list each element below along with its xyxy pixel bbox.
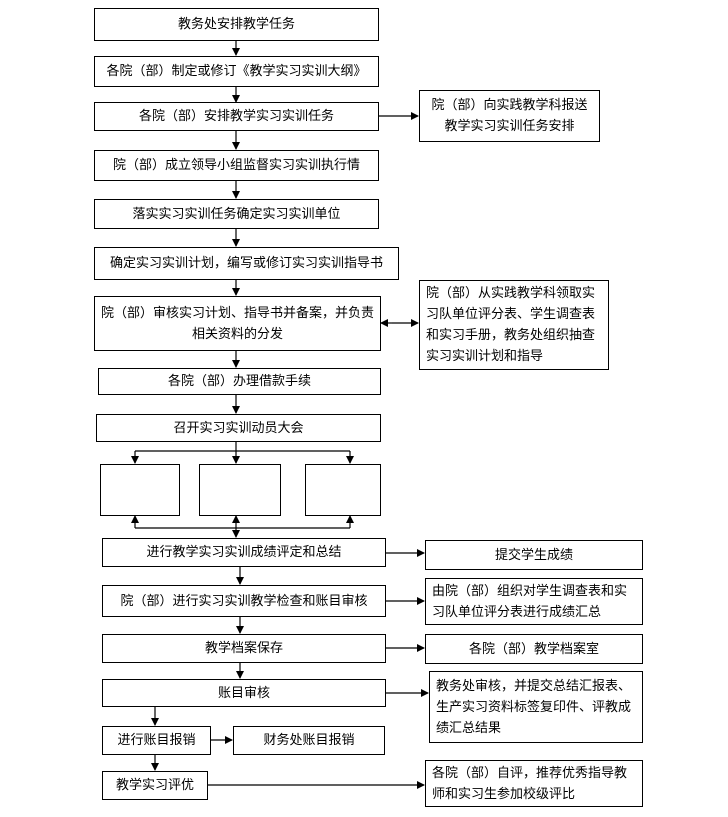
side-finance-reimbursement: 财务处账目报销: [233, 726, 385, 755]
step-leadership-group: 院（部）成立领导小组监督实习实训执行情: [94, 150, 379, 181]
step-arrange-teaching: 教务处安排教学任务: [94, 8, 379, 41]
step-account-audit: 账目审核: [102, 679, 386, 707]
step-inspection-audit: 院（部）进行实习实训教学检查和账目审核: [102, 585, 386, 617]
base-offcampus: [100, 464, 180, 516]
step-plan-guide: 确定实习实训计划，编写或修订实习实训指导书: [94, 247, 399, 280]
step-mobilization-meeting: 召开实习实训动员大会: [96, 414, 381, 442]
step-arrange-tasks: 各院（部）安排教学实习实训任务: [94, 102, 379, 131]
base-other-units: [305, 464, 381, 516]
step-grade-summary: 进行教学实习实训成绩评定和总结: [102, 538, 386, 567]
step-loan-procedure: 各院（部）办理借款手续: [98, 368, 381, 395]
base-oncampus: [199, 464, 281, 516]
side-archive-room: 各院（部）教学档案室: [425, 634, 643, 664]
step-archive: 教学档案保存: [102, 634, 386, 663]
step-excellence-review: 教学实习评优: [102, 771, 208, 800]
side-grade-aggregation: 由院（部）组织对学生调查表和实习队单位评分表进行成绩汇总: [425, 578, 643, 625]
step-confirm-units: 落实实习实训任务确定实习实训单位: [94, 199, 379, 229]
side-submit-grades: 提交学生成绩: [425, 540, 643, 570]
side-collect-forms: 院（部）从实践教学科领取实习队单位评分表、学生调查表和实习手册，教务处组织抽查实…: [419, 280, 609, 370]
side-report-tasks: 院（部）向实践教学科报送教学实习实训任务安排: [419, 90, 600, 142]
side-dean-review: 教务处审核，并提交总结汇报表、生产实习资料标签复印件、评教成绩汇总结果: [429, 671, 643, 743]
step-review-plan: 院（部）审核实习计划、指导书并备案，并负责相关资料的分发: [94, 296, 381, 351]
side-self-evaluation: 各院（部）自评，推荐优秀指导教师和实习生参加校级评比: [425, 760, 643, 807]
step-reimbursement: 进行账目报销: [102, 726, 211, 755]
step-outline: 各院（部）制定或修订《教学实习实训大纲》: [94, 56, 379, 87]
